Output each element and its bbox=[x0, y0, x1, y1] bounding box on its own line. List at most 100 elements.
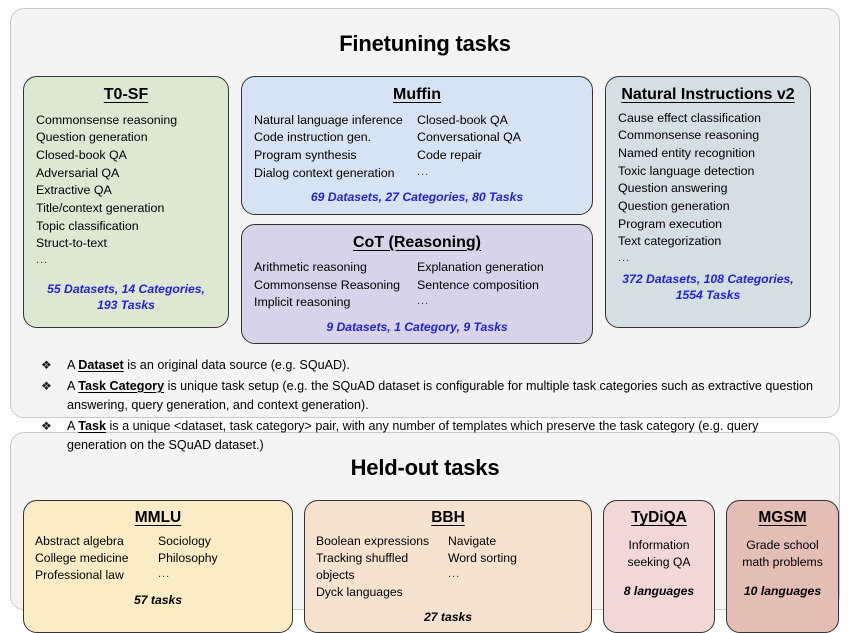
card-mmlu-stat: 57 tasks bbox=[133, 592, 183, 607]
list-item: Implicit reasoning bbox=[254, 295, 351, 310]
list-item: Named entity recognition bbox=[618, 146, 756, 161]
card-mmlu-title: MMLU bbox=[134, 509, 182, 527]
list-item: Commonsense reasoning bbox=[618, 128, 760, 143]
list-item: Tracking shuffled objects bbox=[316, 551, 409, 582]
card-niv2-items: Cause effect classification Commonsense … bbox=[618, 110, 798, 266]
list-item: Toxic language detection bbox=[618, 163, 755, 178]
list-item: Sentence composition bbox=[417, 277, 539, 292]
definition-rest: is unique task setup (e.g. the SQuAD dat… bbox=[67, 378, 814, 412]
card-mgsm[interactable]: MGSM Grade school math problems 10 langu… bbox=[726, 500, 839, 633]
card-tydiqa-stat: 8 languages bbox=[623, 583, 695, 598]
list-item: Topic classification bbox=[36, 218, 139, 233]
list-item: Dialog context generation bbox=[254, 165, 395, 180]
list-item: Title/context generation bbox=[36, 200, 165, 215]
card-muffin-items-right: Closed-book QA Conversational QA Code re… bbox=[417, 112, 580, 182]
card-mmlu-items-left: Abstract algebra College medicine Profes… bbox=[35, 533, 158, 583]
list-item: Code instruction gen. bbox=[254, 130, 372, 145]
definition-dataset-text: A Dataset is an original data source (e.… bbox=[67, 356, 819, 375]
list-item: Adversarial QA bbox=[36, 165, 120, 180]
card-bbh[interactable]: BBH Boolean expressions Tracking shuffle… bbox=[304, 500, 592, 633]
list-item: Cause effect classification bbox=[618, 110, 762, 125]
list-item: Navigate bbox=[448, 534, 497, 549]
list-item-ellipsis: ... bbox=[158, 567, 171, 580]
card-cot-items-left: Arithmetic reasoning Commonsense Reasoni… bbox=[254, 259, 417, 312]
card-tydiqa[interactable]: TyDiQA Information seeking QA 8 language… bbox=[603, 500, 715, 633]
list-item: Arithmetic reasoning bbox=[254, 259, 367, 274]
card-cot-items: Arithmetic reasoning Commonsense Reasoni… bbox=[254, 259, 580, 312]
card-t0sf-title: T0-SF bbox=[103, 86, 149, 104]
list-item: Code repair bbox=[417, 148, 482, 163]
definition-term: Dataset bbox=[78, 358, 124, 373]
list-item: Program synthesis bbox=[254, 148, 357, 163]
list-item-ellipsis: ... bbox=[417, 295, 430, 308]
definition-task-text: A Task is a unique <dataset, task catego… bbox=[67, 417, 819, 455]
card-muffin-items-left: Natural language inference Code instruct… bbox=[254, 112, 417, 182]
definition-lead: A bbox=[67, 418, 79, 433]
list-item: Abstract algebra bbox=[35, 534, 124, 549]
list-item: Question generation bbox=[36, 130, 148, 145]
card-niv2-stat: 372 Datasets, 108 Categories, 1554 Tasks bbox=[622, 272, 794, 302]
card-bbh-items: Boolean expressions Tracking shuffled ob… bbox=[316, 533, 580, 600]
card-niv2-title: Natural Instructions v2 bbox=[621, 86, 795, 104]
list-item: Question answering bbox=[618, 181, 728, 196]
card-muffin[interactable]: Muffin Natural language inference Code i… bbox=[241, 76, 593, 215]
card-tydiqa-title: TyDiQA bbox=[631, 509, 687, 527]
list-item: Commonsense reasoning bbox=[36, 112, 178, 127]
definition-rest: is a unique <dataset, task category> pai… bbox=[67, 418, 759, 452]
list-item: Explanation generation bbox=[417, 259, 544, 274]
definition-lead: A bbox=[67, 378, 79, 393]
definition-dataset: ❖ A Dataset is an original data source (… bbox=[41, 356, 819, 375]
list-item: Extractive QA bbox=[36, 183, 112, 198]
card-t0sf[interactable]: T0-SF Commonsense reasoning Question gen… bbox=[23, 76, 229, 329]
card-natural-instructions-v2[interactable]: Natural Instructions v2 Cause effect cla… bbox=[605, 76, 811, 329]
card-muffin-items: Natural language inference Code instruct… bbox=[254, 112, 580, 182]
list-item: College medicine bbox=[35, 551, 129, 566]
finetuning-tasks-panel: Finetuning tasks T0-SF Commonsense reaso… bbox=[10, 8, 840, 452]
list-item-ellipsis: ... bbox=[448, 567, 461, 580]
list-item: Question generation bbox=[618, 198, 730, 213]
card-bbh-stat: 27 tasks bbox=[423, 609, 473, 624]
card-mgsm-title: MGSM bbox=[758, 509, 807, 527]
card-bbh-title: BBH bbox=[431, 509, 465, 527]
list-item: Boolean expressions bbox=[316, 534, 430, 549]
definition-task-category-text: A Task Category is unique task setup (e.… bbox=[67, 377, 819, 415]
card-t0sf-stat: 55 Datasets, 14 Categories, 193 Tasks bbox=[47, 282, 205, 312]
heldout-panel-title: Held-out tasks bbox=[350, 454, 500, 480]
card-bbh-items-left: Boolean expressions Tracking shuffled ob… bbox=[316, 533, 448, 600]
list-item: Text categorization bbox=[618, 234, 722, 249]
card-muffin-stat: 69 Datasets, 27 Categories, 80 Tasks bbox=[310, 190, 524, 205]
definitions-list: ❖ A Dataset is an original data source (… bbox=[23, 356, 827, 454]
list-item: Struct-to-text bbox=[36, 236, 107, 251]
finetuning-card-row: T0-SF Commonsense reasoning Question gen… bbox=[23, 76, 827, 345]
card-cot-stat: 9 Datasets, 1 Category, 9 Tasks bbox=[326, 319, 508, 334]
definition-lead: A bbox=[67, 358, 79, 373]
list-item-ellipsis: ... bbox=[417, 165, 430, 178]
list-item: Philosophy bbox=[158, 551, 218, 566]
diamond-bullet-icon: ❖ bbox=[41, 418, 52, 433]
list-item: Professional law bbox=[35, 567, 124, 582]
list-item: Program execution bbox=[618, 216, 722, 231]
list-item: Word sorting bbox=[448, 551, 517, 566]
card-mmlu-items: Abstract algebra College medicine Profes… bbox=[35, 533, 281, 583]
card-muffin-title: Muffin bbox=[393, 86, 441, 104]
list-item: Sociology bbox=[158, 534, 211, 549]
definition-term: Task Category bbox=[78, 378, 165, 393]
list-item-ellipsis: ... bbox=[618, 251, 631, 264]
heldout-card-row: MMLU Abstract algebra College medicine P… bbox=[23, 500, 839, 633]
list-item-ellipsis: ... bbox=[36, 253, 49, 266]
card-cot-title: CoT (Reasoning) bbox=[353, 233, 481, 251]
card-mgsm-body: Grade school math problems bbox=[742, 538, 823, 570]
list-item: Closed-book QA bbox=[36, 148, 127, 163]
held-out-tasks-panel: Held-out tasks MMLU Abstract algebra Col… bbox=[10, 432, 840, 633]
list-item: Dyck languages bbox=[316, 584, 403, 599]
card-mmlu[interactable]: MMLU Abstract algebra College medicine P… bbox=[23, 500, 293, 633]
card-tydiqa-body: Information seeking QA bbox=[627, 538, 691, 570]
definition-task: ❖ A Task is a unique <dataset, task cate… bbox=[41, 417, 819, 455]
finetuning-middle-column: Muffin Natural language inference Code i… bbox=[241, 76, 593, 345]
figure-root: Finetuning tasks T0-SF Commonsense reaso… bbox=[10, 8, 840, 633]
diamond-bullet-icon: ❖ bbox=[41, 358, 52, 373]
list-item: Conversational QA bbox=[417, 130, 521, 145]
finetuning-panel-title: Finetuning tasks bbox=[339, 30, 511, 56]
definition-rest: is an original data source (e.g. SQuAD). bbox=[123, 358, 350, 373]
card-cot[interactable]: CoT (Reasoning) Arithmetic reasoning Com… bbox=[241, 223, 593, 345]
